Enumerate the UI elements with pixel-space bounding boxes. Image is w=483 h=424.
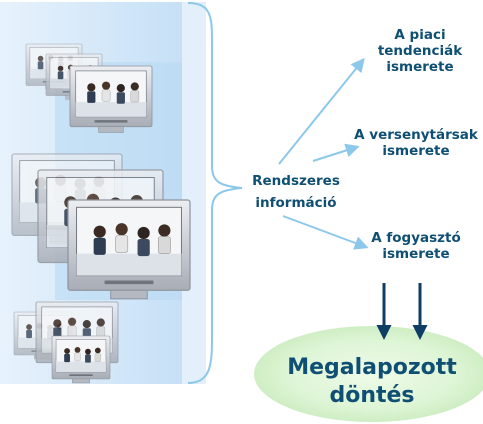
arrow-to-competitors <box>312 143 360 162</box>
decision-ellipse <box>254 326 483 422</box>
output-consumer-line1: A fogyasztó <box>371 230 461 246</box>
output-consumer-line2: ismerete <box>382 246 450 262</box>
result-label-line1: Megalapozott <box>287 355 457 380</box>
curly-brace <box>187 2 243 384</box>
center-label-line1: Rendszeres <box>252 173 340 189</box>
output-market-trends: A piaci tendenciák ismerete <box>360 27 480 75</box>
output-competitors-line2: ismerete <box>382 143 450 159</box>
output-competitors-line1: A versenytársak <box>354 127 478 143</box>
output-market-trends-line3: ismerete <box>386 59 454 75</box>
center-label-line2: információ <box>255 195 337 211</box>
panel-edge <box>182 2 206 384</box>
output-market-trends-line1: A piaci <box>394 27 446 43</box>
computer-monitor-icon <box>51 335 111 384</box>
arrow-to-consumer <box>282 215 369 250</box>
result-label-line2: döntés <box>329 383 415 408</box>
arrow-to-market-trends <box>278 57 365 165</box>
computer-monitor-icon <box>69 65 153 133</box>
center-label: Rendszeres információ <box>243 173 349 211</box>
output-competitors: A versenytársak ismerete <box>350 127 482 159</box>
computer-monitor-icon <box>67 199 191 300</box>
output-consumer: A fogyasztó ismerete <box>356 230 476 262</box>
result-label: Megalapozott döntés <box>282 354 462 410</box>
output-market-trends-line2: tendenciák <box>377 43 463 59</box>
